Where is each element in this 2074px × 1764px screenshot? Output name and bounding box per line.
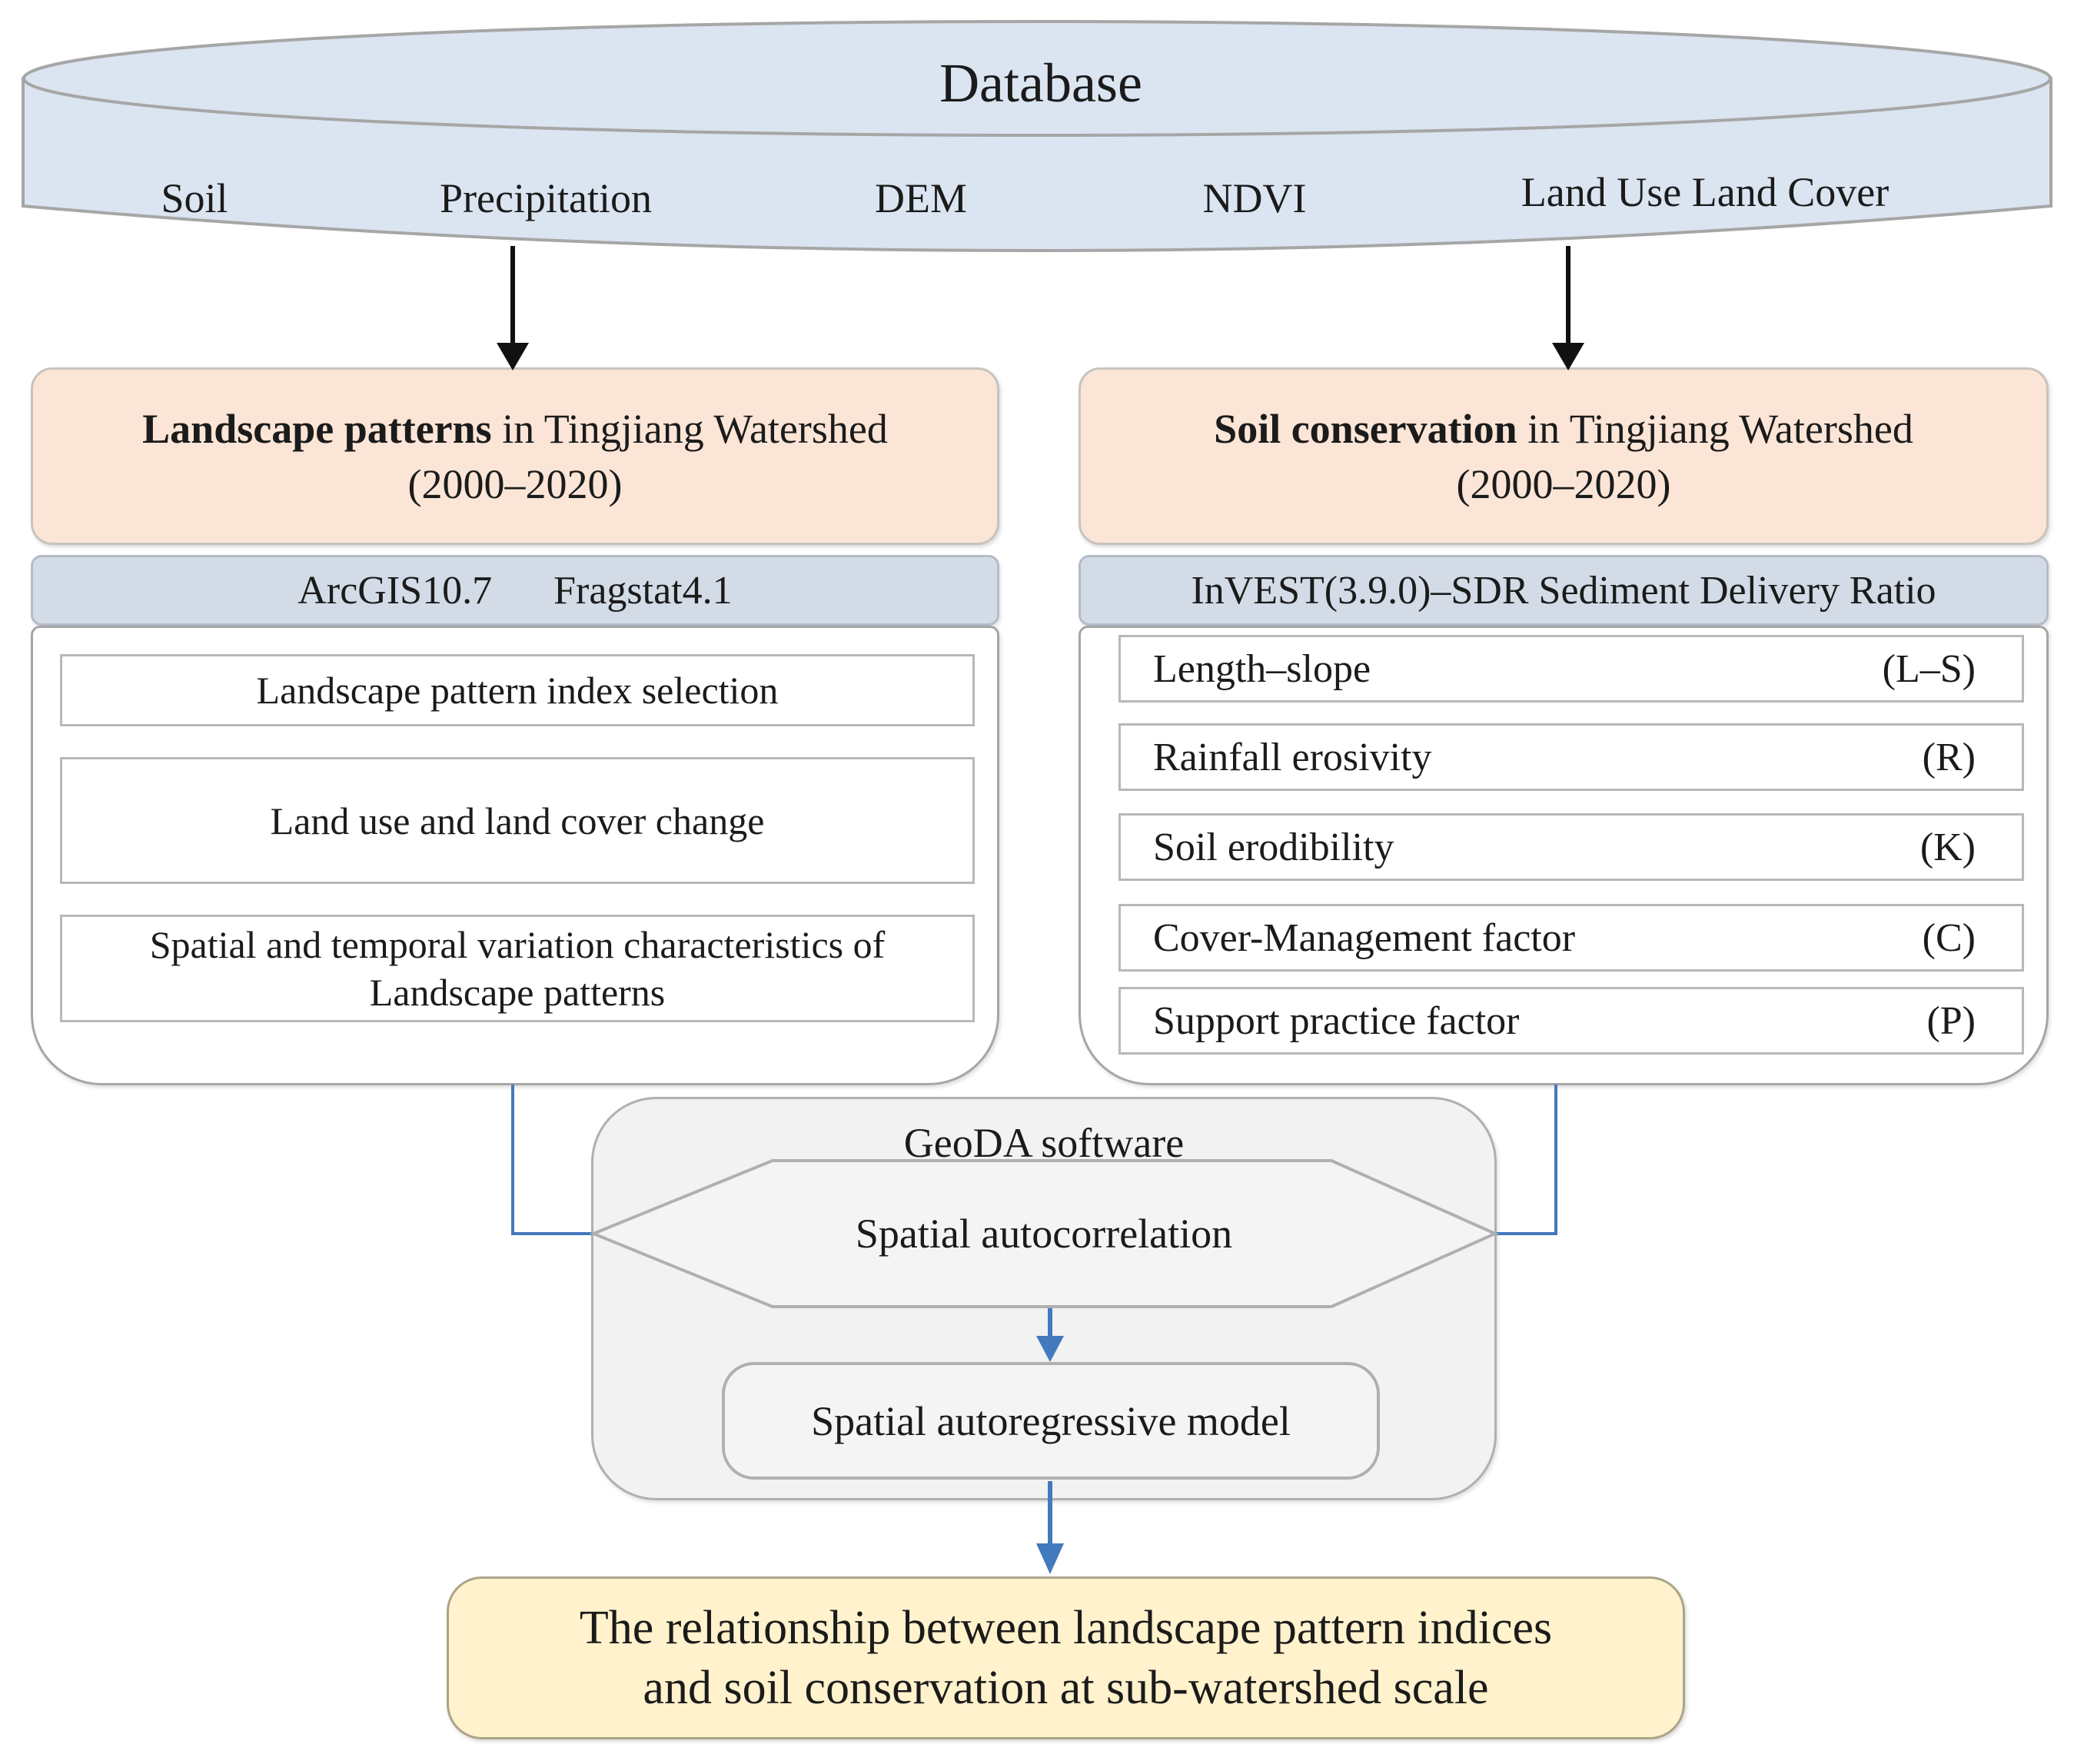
factor-code: (K) bbox=[1919, 825, 1976, 869]
step-box-index-selection: Landscape pattern index selection bbox=[60, 654, 975, 726]
spatial-autocorrelation-label: Spatial autocorrelation bbox=[855, 1211, 1233, 1257]
arcgis-tool-label: ArcGIS10.7 bbox=[297, 568, 493, 613]
database-item-precipitation: Precipitation bbox=[440, 175, 652, 221]
result-line1: The relationship between landscape patte… bbox=[579, 1602, 1553, 1654]
step-label: Land use and land cover change bbox=[270, 799, 765, 842]
arcgis-fragstat-bar: ArcGIS10.7 Fragstat4.1 bbox=[31, 555, 999, 626]
spatial-autoregressive-model-box: Spatial autoregressive model bbox=[722, 1362, 1380, 1480]
result-line2: and soil conservation at sub-watershed s… bbox=[643, 1662, 1489, 1714]
invest-sdr-bar: InVEST(3.9.0)–SDR Sediment Delivery Rati… bbox=[1079, 555, 2049, 626]
soil-panel-title-bold: Soil conservation bbox=[1214, 405, 1517, 452]
factor-label: Soil erodibility bbox=[1153, 825, 1394, 869]
factor-row-length-slope: Length–slope (L–S) bbox=[1118, 635, 2024, 703]
database-item-ndvi: NDVI bbox=[1202, 175, 1307, 221]
landscape-panel-title-line2: (2000–2020) bbox=[407, 460, 623, 507]
database-item-soil: Soil bbox=[161, 175, 228, 221]
landscape-panel-title-box: Landscape patterns in Tingjiang Watershe… bbox=[31, 367, 999, 545]
factor-label: Length–slope bbox=[1153, 646, 1371, 691]
landscape-panel-title-line1: Landscape patterns in Tingjiang Watershe… bbox=[142, 401, 888, 457]
database-title: Database bbox=[939, 52, 1142, 114]
result-box: The relationship between landscape patte… bbox=[447, 1576, 1685, 1739]
factor-row-cover-management: Cover-Management factor (C) bbox=[1118, 904, 2024, 972]
soil-panel-title-line1: Soil conservation in Tingjiang Watershed bbox=[1214, 401, 1913, 457]
factor-code: (C) bbox=[1922, 915, 1976, 960]
factor-row-rainfall-erosivity: Rainfall erosivity (R) bbox=[1118, 723, 2024, 791]
factor-label: Cover-Management factor bbox=[1153, 915, 1576, 960]
factor-code: (R) bbox=[1922, 735, 1976, 779]
factor-label: Rainfall erosivity bbox=[1153, 735, 1432, 779]
invest-tool-label: InVEST(3.9.0)–SDR Sediment Delivery Rati… bbox=[1191, 568, 1936, 613]
factor-row-soil-erodibility: Soil erodibility (K) bbox=[1118, 813, 2024, 881]
landscape-panel-title-rest: in Tingjiang Watershed bbox=[491, 405, 888, 452]
soil-panel-title-line2: (2000–2020) bbox=[1456, 460, 1671, 507]
fragstat-tool-label: Fragstat4.1 bbox=[553, 568, 733, 613]
factor-code: (L–S) bbox=[1882, 646, 1976, 691]
sar-model-label: Spatial autoregressive model bbox=[811, 1397, 1291, 1444]
landscape-panel-title-bold: Landscape patterns bbox=[142, 405, 492, 452]
step-label: Spatial and temporal variation character… bbox=[149, 923, 886, 1014]
database-item-lulc: Land Use Land Cover bbox=[1521, 169, 1890, 215]
factor-row-support-practice: Support practice factor (P) bbox=[1118, 987, 2024, 1055]
step-box-lulc-change: Land use and land cover change bbox=[60, 757, 975, 884]
geoda-software-label: GeoDA software bbox=[903, 1120, 1185, 1166]
step-label: Landscape pattern index selection bbox=[256, 669, 779, 712]
soil-panel-title-rest: in Tingjiang Watershed bbox=[1517, 405, 1913, 452]
database-item-dem: DEM bbox=[875, 175, 967, 221]
factor-label: Support practice factor bbox=[1153, 998, 1520, 1043]
step-box-spatiotemporal-variation: Spatial and temporal variation character… bbox=[60, 915, 975, 1022]
factor-code: (P) bbox=[1926, 998, 1976, 1043]
